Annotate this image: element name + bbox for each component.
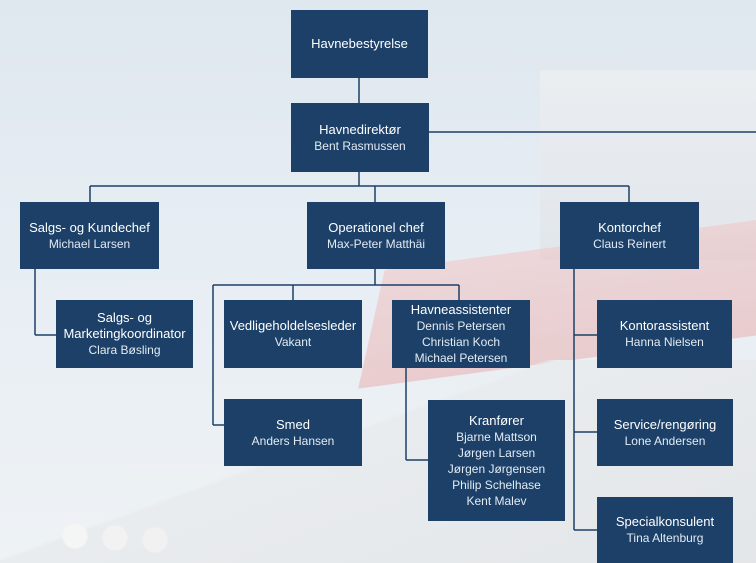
node-title: Salgs- og Kundechef — [29, 219, 150, 235]
node-title: Specialkonsulent — [615, 514, 715, 529]
node-havnebestyrelse: Havnebestyrelse — [291, 10, 428, 78]
node-smed: Smed Anders Hansen — [224, 399, 362, 466]
node-person: Christian Koch — [421, 335, 501, 349]
node-person: Bjarne Mattson — [456, 429, 537, 444]
node-title: Smed — [276, 416, 310, 432]
node-kontorassistent: Kontorassistent Hanna Nielsen — [597, 300, 732, 368]
node-specialkonsulent: Specialkonsulent Tina Altenburg — [597, 497, 733, 563]
node-person: Claus Reinert — [593, 236, 666, 251]
node-person: Clara Bøsling — [88, 343, 161, 357]
node-title: Vedligeholdelsesleder — [229, 318, 357, 333]
node-person: Dennis Petersen — [416, 319, 506, 333]
node-person: Hanna Nielsen — [625, 335, 704, 349]
node-person: Jørgen Larsen — [457, 445, 536, 460]
node-title: Havnedirektør — [319, 121, 401, 137]
node-title: Service/rengøring — [613, 416, 717, 432]
node-person: Philip Schelhase — [452, 477, 541, 492]
node-operationel-chef: Operationel chef Max-Peter Matthäi — [307, 202, 445, 269]
node-havnedirektor: Havnedirektør Bent Rasmussen — [291, 103, 429, 172]
node-person: Bent Rasmussen — [314, 138, 406, 153]
node-title: Kontorassistent — [619, 318, 710, 333]
node-person: Kent Malev — [466, 493, 527, 508]
storage-tanks — [55, 522, 225, 562]
node-person: Michael Larsen — [48, 236, 131, 251]
node-service-rengoring: Service/rengøring Lone Andersen — [597, 399, 733, 466]
node-title-line2: Marketingkoordinator — [63, 326, 186, 341]
node-salgs-kundechef: Salgs- og Kundechef Michael Larsen — [20, 202, 159, 269]
node-person: Lone Andersen — [624, 433, 706, 448]
node-title: Havneassistenter — [410, 302, 512, 317]
node-title-line1: Salgs- og — [97, 310, 152, 325]
node-person: Max-Peter Matthäi — [326, 236, 426, 251]
node-title: Operationel chef — [328, 219, 424, 235]
node-marketingkoordinator: Salgs- og Marketingkoordinator Clara Bøs… — [56, 300, 193, 368]
node-person: Vakant — [274, 335, 312, 349]
node-kranforer: Kranfører Bjarne Mattson Jørgen Larsen J… — [428, 400, 565, 521]
node-havneassistenter: Havneassistenter Dennis Petersen Christi… — [392, 300, 530, 368]
node-person: Michael Petersen — [414, 351, 508, 365]
node-title: Kranfører — [469, 412, 524, 428]
node-title: Kontorchef — [598, 219, 661, 235]
node-person: Tina Altenburg — [626, 531, 704, 545]
node-kontorchef: Kontorchef Claus Reinert — [560, 202, 699, 269]
node-vedligeholdelsesleder: Vedligeholdelsesleder Vakant — [224, 300, 362, 368]
node-person: Anders Hansen — [251, 433, 335, 448]
node-title: Havnebestyrelse — [311, 36, 408, 51]
node-person: Jørgen Jørgensen — [447, 461, 546, 476]
